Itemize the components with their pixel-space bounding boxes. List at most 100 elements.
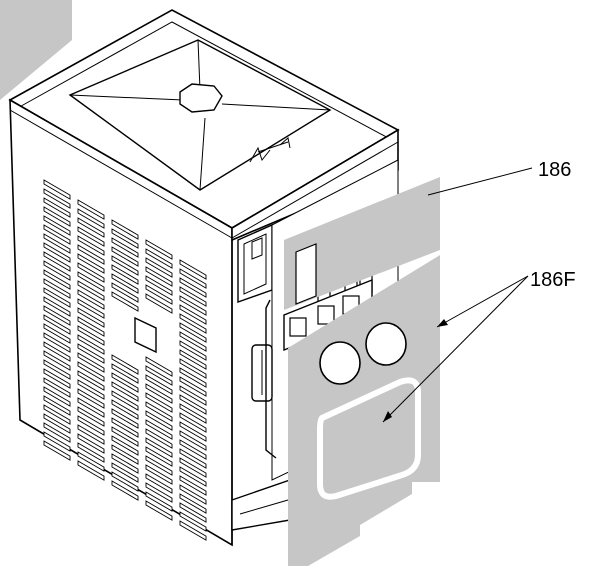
vent-slat: [77, 343, 105, 364]
vent-slat: [179, 385, 207, 406]
vent-slat: [145, 446, 173, 467]
callout-label-186: 186: [538, 159, 571, 181]
vent-slat: [43, 305, 71, 326]
leader-line-186F-a: [436, 275, 529, 328]
vent-slat: [43, 395, 71, 416]
vent-slat: [111, 408, 139, 429]
vent-slat: [179, 430, 207, 451]
vent-slat: [179, 286, 207, 307]
door-decal-left-hole: [319, 341, 361, 385]
vent-slat: [179, 349, 207, 370]
vent-slat: [77, 253, 105, 274]
vent-slat: [145, 401, 173, 422]
vent-slat: [77, 271, 105, 292]
vent-slat: [43, 413, 71, 434]
callout-186F: 186F: [382, 269, 576, 423]
vent-slat: [145, 266, 173, 287]
vent-slat: [179, 439, 207, 460]
door-decal-frame: [317, 377, 421, 500]
vent-slat: [111, 237, 139, 258]
vent-slat: [145, 482, 173, 503]
vent-slat: [145, 428, 173, 449]
vent-slat: [179, 511, 207, 532]
vent-slat: [77, 397, 105, 418]
vent-slat: [111, 390, 139, 411]
hopper-lid: [68, 39, 332, 191]
vent-slat: [77, 280, 105, 301]
drip-tray: [231, 479, 291, 531]
front-panel-decal-186: [284, 177, 440, 310]
vent-slat: [179, 331, 207, 352]
callout-label-186F: 186F: [530, 269, 576, 291]
vent-slat: [111, 273, 139, 294]
vent-slat: [77, 442, 105, 463]
vent-slat: [179, 304, 207, 325]
access-panel-square: [134, 316, 157, 354]
vent-slat: [179, 457, 207, 478]
vent-slat: [145, 464, 173, 485]
top-rim: [13, 21, 393, 141]
callout-186: 186: [427, 159, 571, 196]
vent-slat: [77, 298, 105, 319]
vent-slat: [43, 179, 71, 200]
vent-slat: [111, 372, 139, 393]
vent-slat: [145, 293, 173, 314]
vent-slat: [111, 363, 139, 384]
vent-slat: [43, 332, 71, 353]
leader-line-186: [427, 167, 533, 196]
vent-slat: [145, 239, 173, 260]
vent-slat: [43, 386, 71, 407]
vent-slat: [111, 228, 139, 249]
corner-tab: [0, 0, 72, 100]
vent-slat: [111, 480, 139, 501]
vent-slat: [77, 244, 105, 265]
vent-slat: [179, 367, 207, 388]
vent-slat: [145, 455, 173, 476]
vent-slat: [145, 257, 173, 278]
vent-slat: [111, 282, 139, 303]
vent-slat: [145, 356, 173, 377]
vent-slat: [77, 235, 105, 256]
vent-slat: [77, 325, 105, 346]
vent-slat: [111, 255, 139, 276]
vent-slat: [43, 242, 71, 263]
vent-slat: [145, 419, 173, 440]
vent-slat: [111, 399, 139, 420]
vent-slat: [43, 260, 71, 281]
front-panel-decal-window: [295, 243, 317, 305]
vent-slat: [111, 219, 139, 240]
vent-slat: [179, 403, 207, 424]
vent-slat: [77, 361, 105, 382]
vent-slat: [145, 275, 173, 296]
vent-slat: [145, 365, 173, 386]
vent-slat: [179, 421, 207, 442]
door-decal-right-hole: [365, 322, 407, 366]
vent-slat: [179, 313, 207, 334]
vent-slat: [43, 287, 71, 308]
vent-slat: [77, 379, 105, 400]
vent-slat: [77, 208, 105, 229]
vent-slat: [77, 451, 105, 472]
vent-slat: [145, 392, 173, 413]
vent-slat: [43, 350, 71, 371]
vent-slat: [179, 394, 207, 415]
vent-slat: [179, 484, 207, 505]
vent-slat: [145, 374, 173, 395]
vent-slat: [179, 502, 207, 523]
vent-slat: [179, 448, 207, 469]
vent-slat: [179, 475, 207, 496]
vent-slat: [145, 383, 173, 404]
vent-slat: [43, 323, 71, 344]
vent-slat: [145, 248, 173, 269]
vent-slat: [43, 251, 71, 272]
vent-slat: [111, 462, 139, 483]
hopper-lid-knob: [179, 83, 223, 113]
vent-slat: [43, 431, 71, 452]
vent-slat: [43, 224, 71, 245]
vent-slat: [179, 376, 207, 397]
vent-slat: [43, 269, 71, 290]
control-window: [237, 223, 273, 303]
vent-slat: [43, 422, 71, 443]
vent-slat: [111, 453, 139, 474]
